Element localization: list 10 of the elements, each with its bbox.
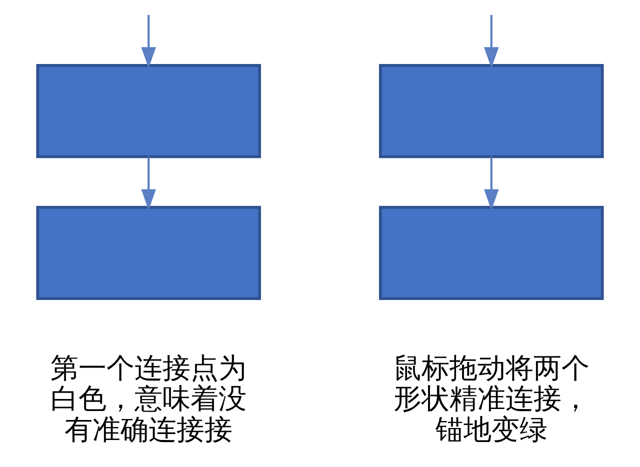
node-box	[36, 206, 261, 300]
arrow	[484, 14, 499, 68]
arrow	[484, 156, 499, 210]
label: 鼠标拖动将两个形状精准连接，锚地变绿	[393, 351, 590, 446]
label: 第一个连接点为白色，意味着没有准确连接接	[50, 351, 247, 446]
node-box	[36, 64, 261, 158]
node-box	[379, 64, 604, 158]
node-box	[379, 206, 604, 300]
arrow	[141, 156, 156, 210]
arrow	[141, 14, 156, 68]
